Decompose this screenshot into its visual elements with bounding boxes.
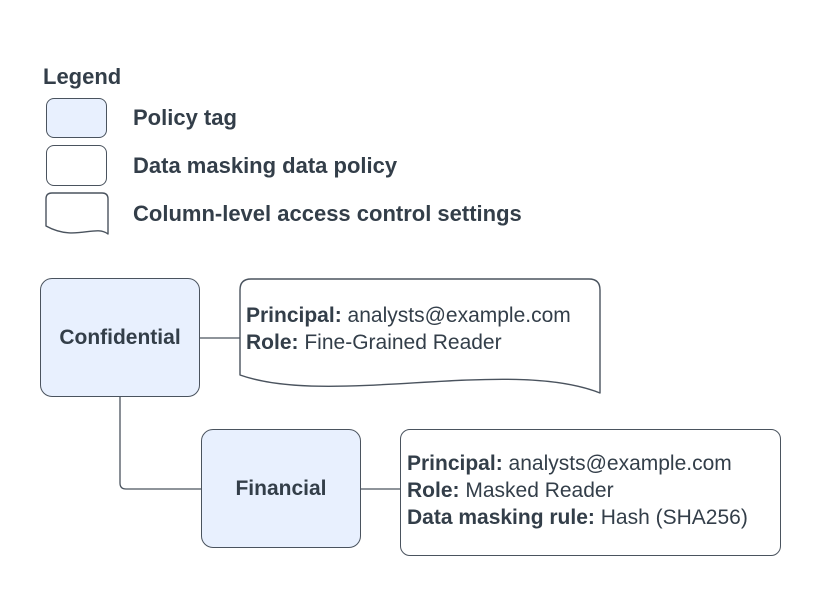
legend-swatch-data-masking-policy: [46, 145, 107, 186]
principal-value: analysts@example.com: [508, 452, 732, 475]
access-control-settings-document-shape: [239, 278, 601, 394]
access-note-principal-line: Principal: analysts@example.com: [246, 302, 571, 329]
policy-tag-label-financial: Financial: [235, 476, 327, 500]
legend-swatch-policy-tag: [46, 98, 107, 138]
legend-title: Legend: [43, 64, 122, 89]
principal-value: analysts@example.com: [347, 304, 571, 327]
legend-label-policy-tag: Policy tag: [133, 105, 237, 130]
role-value: Fine-Grained Reader: [304, 331, 502, 354]
policy-tag-label-confidential: Confidential: [59, 325, 181, 349]
policy-tag-node-confidential: Confidential: [40, 278, 200, 397]
legend-swatch-document-shape-icon: [45, 192, 109, 235]
masking-note-rule-line: Data masking rule: Hash (SHA256): [407, 504, 748, 531]
principal-label: Principal:: [246, 304, 342, 327]
role-label: Role:: [246, 331, 299, 354]
masking-note-role-line: Role: Masked Reader: [407, 477, 748, 504]
masking-rule-value: Hash (SHA256): [600, 506, 748, 529]
legend-label-access-control-settings: Column-level access control settings: [133, 201, 522, 226]
masking-rule-label: Data masking rule:: [407, 506, 595, 529]
principal-label: Principal:: [407, 452, 503, 475]
document-shape-icon: [45, 192, 109, 235]
role-value: Masked Reader: [465, 479, 614, 502]
connector-confidential-to-financial: [119, 397, 201, 490]
role-label: Role:: [407, 479, 460, 502]
policy-tag-node-financial: Financial: [201, 429, 361, 548]
access-note-role-line: Role: Fine-Grained Reader: [246, 329, 571, 356]
data-masking-policy-note-box: [400, 429, 781, 556]
masking-note-principal-line: Principal: analysts@example.com: [407, 450, 748, 477]
legend-label-data-masking-policy: Data masking data policy: [133, 153, 398, 178]
access-control-settings-note: Principal: analysts@example.com Role: Fi…: [246, 302, 571, 356]
data-masking-policy-note: Principal: analysts@example.com Role: Ma…: [407, 450, 748, 531]
